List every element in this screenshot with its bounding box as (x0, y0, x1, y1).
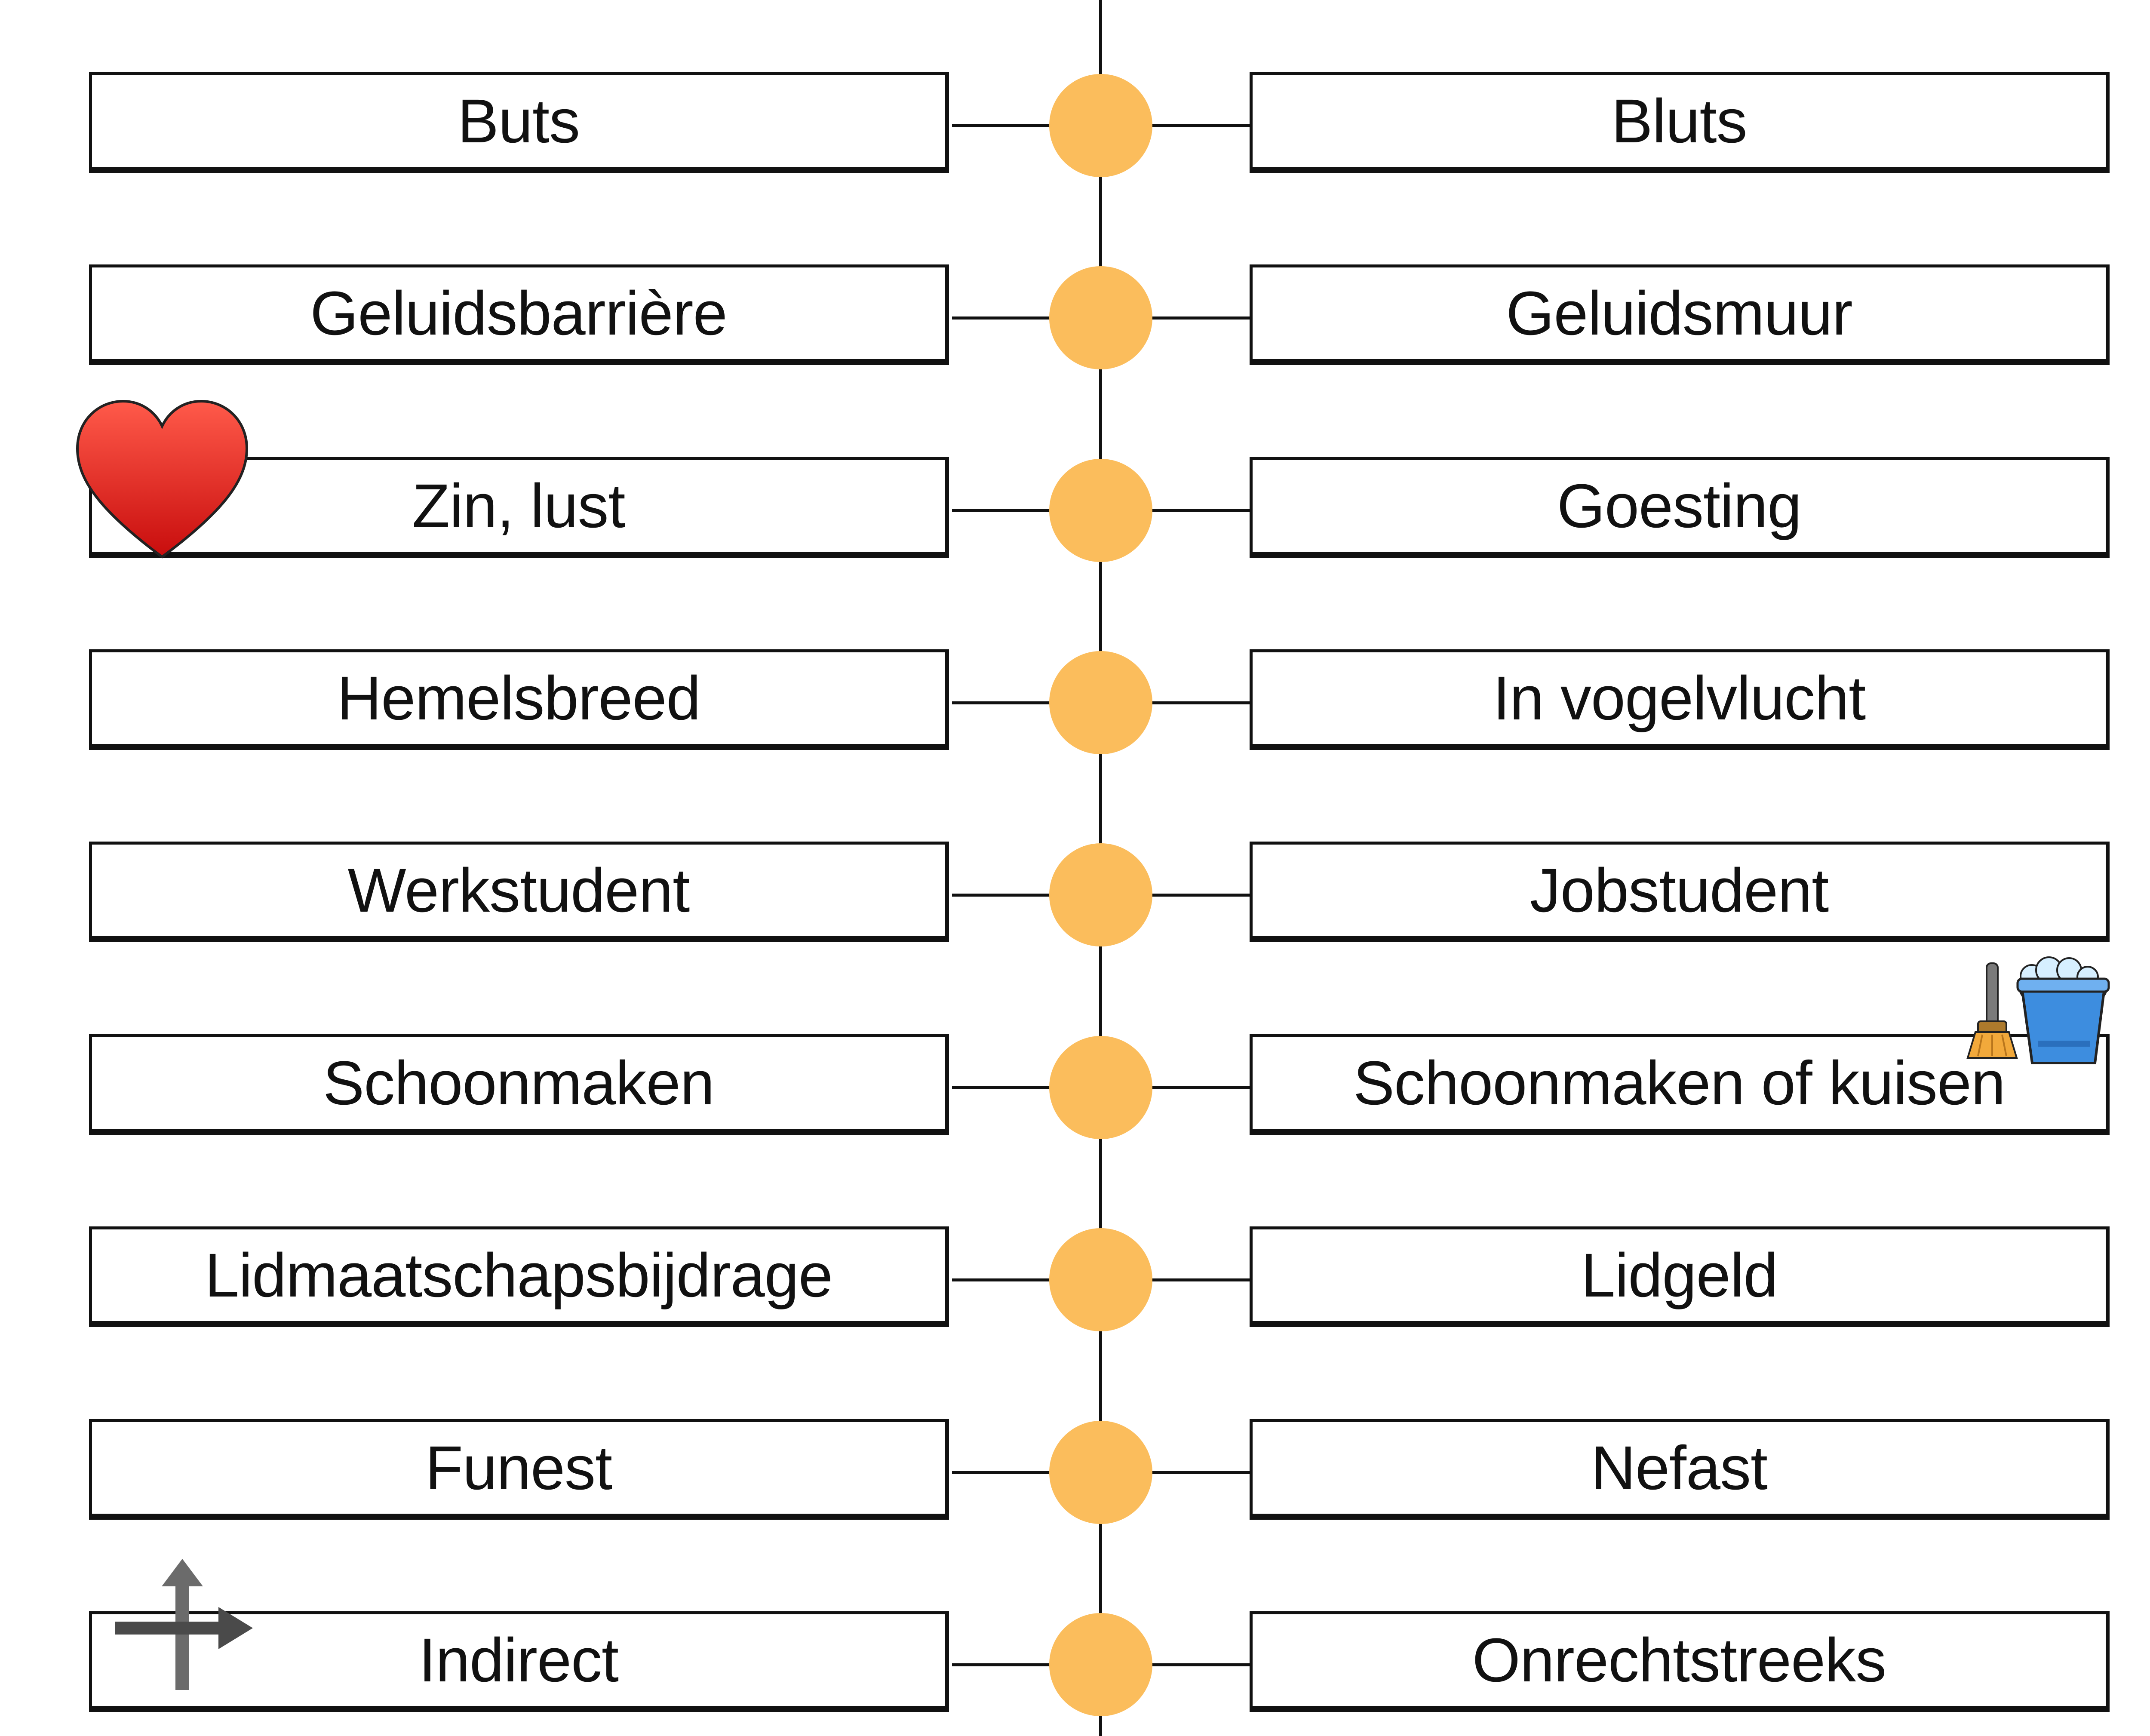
term-box-right: Schoonmaken of kuisen (1250, 1034, 2110, 1135)
connector-left (952, 316, 1051, 320)
term-box-left: Buts (89, 72, 949, 173)
pair-row-5: Werkstudent Jobstudent (0, 842, 2150, 948)
pair-row-8: Funest Nefast (0, 1419, 2150, 1526)
broom-bucket-icon (1956, 955, 2111, 1071)
term-left-label: Buts (457, 86, 580, 156)
term-right-label: Geluidsmuur (1506, 278, 1852, 348)
connector-right (1151, 894, 1250, 897)
term-box-right: Geluidsmuur (1250, 264, 2110, 365)
term-box-left: Geluidsbarrière (89, 264, 949, 365)
timeline-node (1049, 651, 1152, 754)
term-right-label: Goesting (1557, 471, 1802, 541)
pair-row-1: Buts Bluts (0, 72, 2150, 179)
term-left-label: Funest (425, 1433, 612, 1502)
connector-right (1151, 509, 1250, 512)
timeline-node (1049, 74, 1152, 177)
term-box-right: Nefast (1250, 1419, 2110, 1520)
pair-row-3: Zin, lust Goesting (0, 457, 2150, 564)
connector-left (952, 1471, 1051, 1474)
term-left-label: Indirect (418, 1625, 619, 1695)
term-right-label: In vogelvlucht (1493, 663, 1866, 733)
pair-row-6: Schoonmaken Schoonmaken of kuisen (0, 1034, 2150, 1141)
term-box-right: Lidgeld (1250, 1226, 2110, 1327)
connector-right (1151, 124, 1250, 127)
connector-left (952, 509, 1051, 512)
term-box-left: Funest (89, 1419, 949, 1520)
connector-right (1151, 1471, 1250, 1474)
connector-left (952, 124, 1051, 127)
connector-right (1151, 1086, 1250, 1089)
timeline-node (1049, 1613, 1152, 1716)
connector-left (952, 894, 1051, 897)
term-right-label: Schoonmaken of kuisen (1353, 1048, 2006, 1118)
term-box-right: In vogelvlucht (1250, 649, 2110, 750)
timeline-node (1049, 459, 1152, 562)
term-left-label: Werkstudent (347, 855, 690, 925)
connector-right (1151, 1663, 1250, 1666)
term-right-label: Bluts (1611, 86, 1747, 156)
timeline-node (1049, 1421, 1152, 1524)
term-box-right: Jobstudent (1250, 842, 2110, 942)
term-left-label: Geluidsbarrière (310, 278, 727, 348)
term-left-label: Lidmaatschapsbijdrage (205, 1240, 833, 1310)
timeline-node (1049, 1036, 1152, 1139)
heart-icon (74, 398, 250, 561)
term-left-label: Zin, lust (412, 471, 625, 541)
term-box-left: Hemelsbreed (89, 649, 949, 750)
term-right-label: Nefast (1591, 1433, 1768, 1502)
pair-row-7: Lidmaatschapsbijdrage Lidgeld (0, 1226, 2150, 1333)
pair-row-2: Geluidsbarrière Geluidsmuur (0, 264, 2150, 371)
term-box-left: Werkstudent (89, 842, 949, 942)
term-box-right: Onrechtstreeks (1250, 1611, 2110, 1712)
connector-right (1151, 1278, 1250, 1281)
timeline-node (1049, 1228, 1152, 1331)
connector-right (1151, 316, 1250, 320)
timeline-node (1049, 843, 1152, 946)
connector-right (1151, 701, 1250, 704)
term-box-left: Schoonmaken (89, 1034, 949, 1135)
term-box-right: Bluts (1250, 72, 2110, 173)
timeline-node (1049, 266, 1152, 369)
term-box-left: Lidmaatschapsbijdrage (89, 1226, 949, 1327)
crossroad-arrows-icon (115, 1559, 253, 1692)
term-right-label: Lidgeld (1581, 1240, 1778, 1310)
term-right-label: Onrechtstreeks (1472, 1625, 1886, 1695)
term-left-label: Hemelsbreed (337, 663, 700, 733)
connector-left (952, 701, 1051, 704)
term-right-label: Jobstudent (1530, 855, 1829, 925)
term-box-left: Indirect (89, 1611, 949, 1712)
connector-left (952, 1086, 1051, 1089)
term-left-label: Schoonmaken (323, 1048, 715, 1118)
pair-row-4: Hemelsbreed In vogelvlucht (0, 649, 2150, 756)
connector-left (952, 1278, 1051, 1281)
term-box-right: Goesting (1250, 457, 2110, 558)
pair-row-9: Indirect Onrechtstreeks (0, 1611, 2150, 1718)
connector-left (952, 1663, 1051, 1666)
